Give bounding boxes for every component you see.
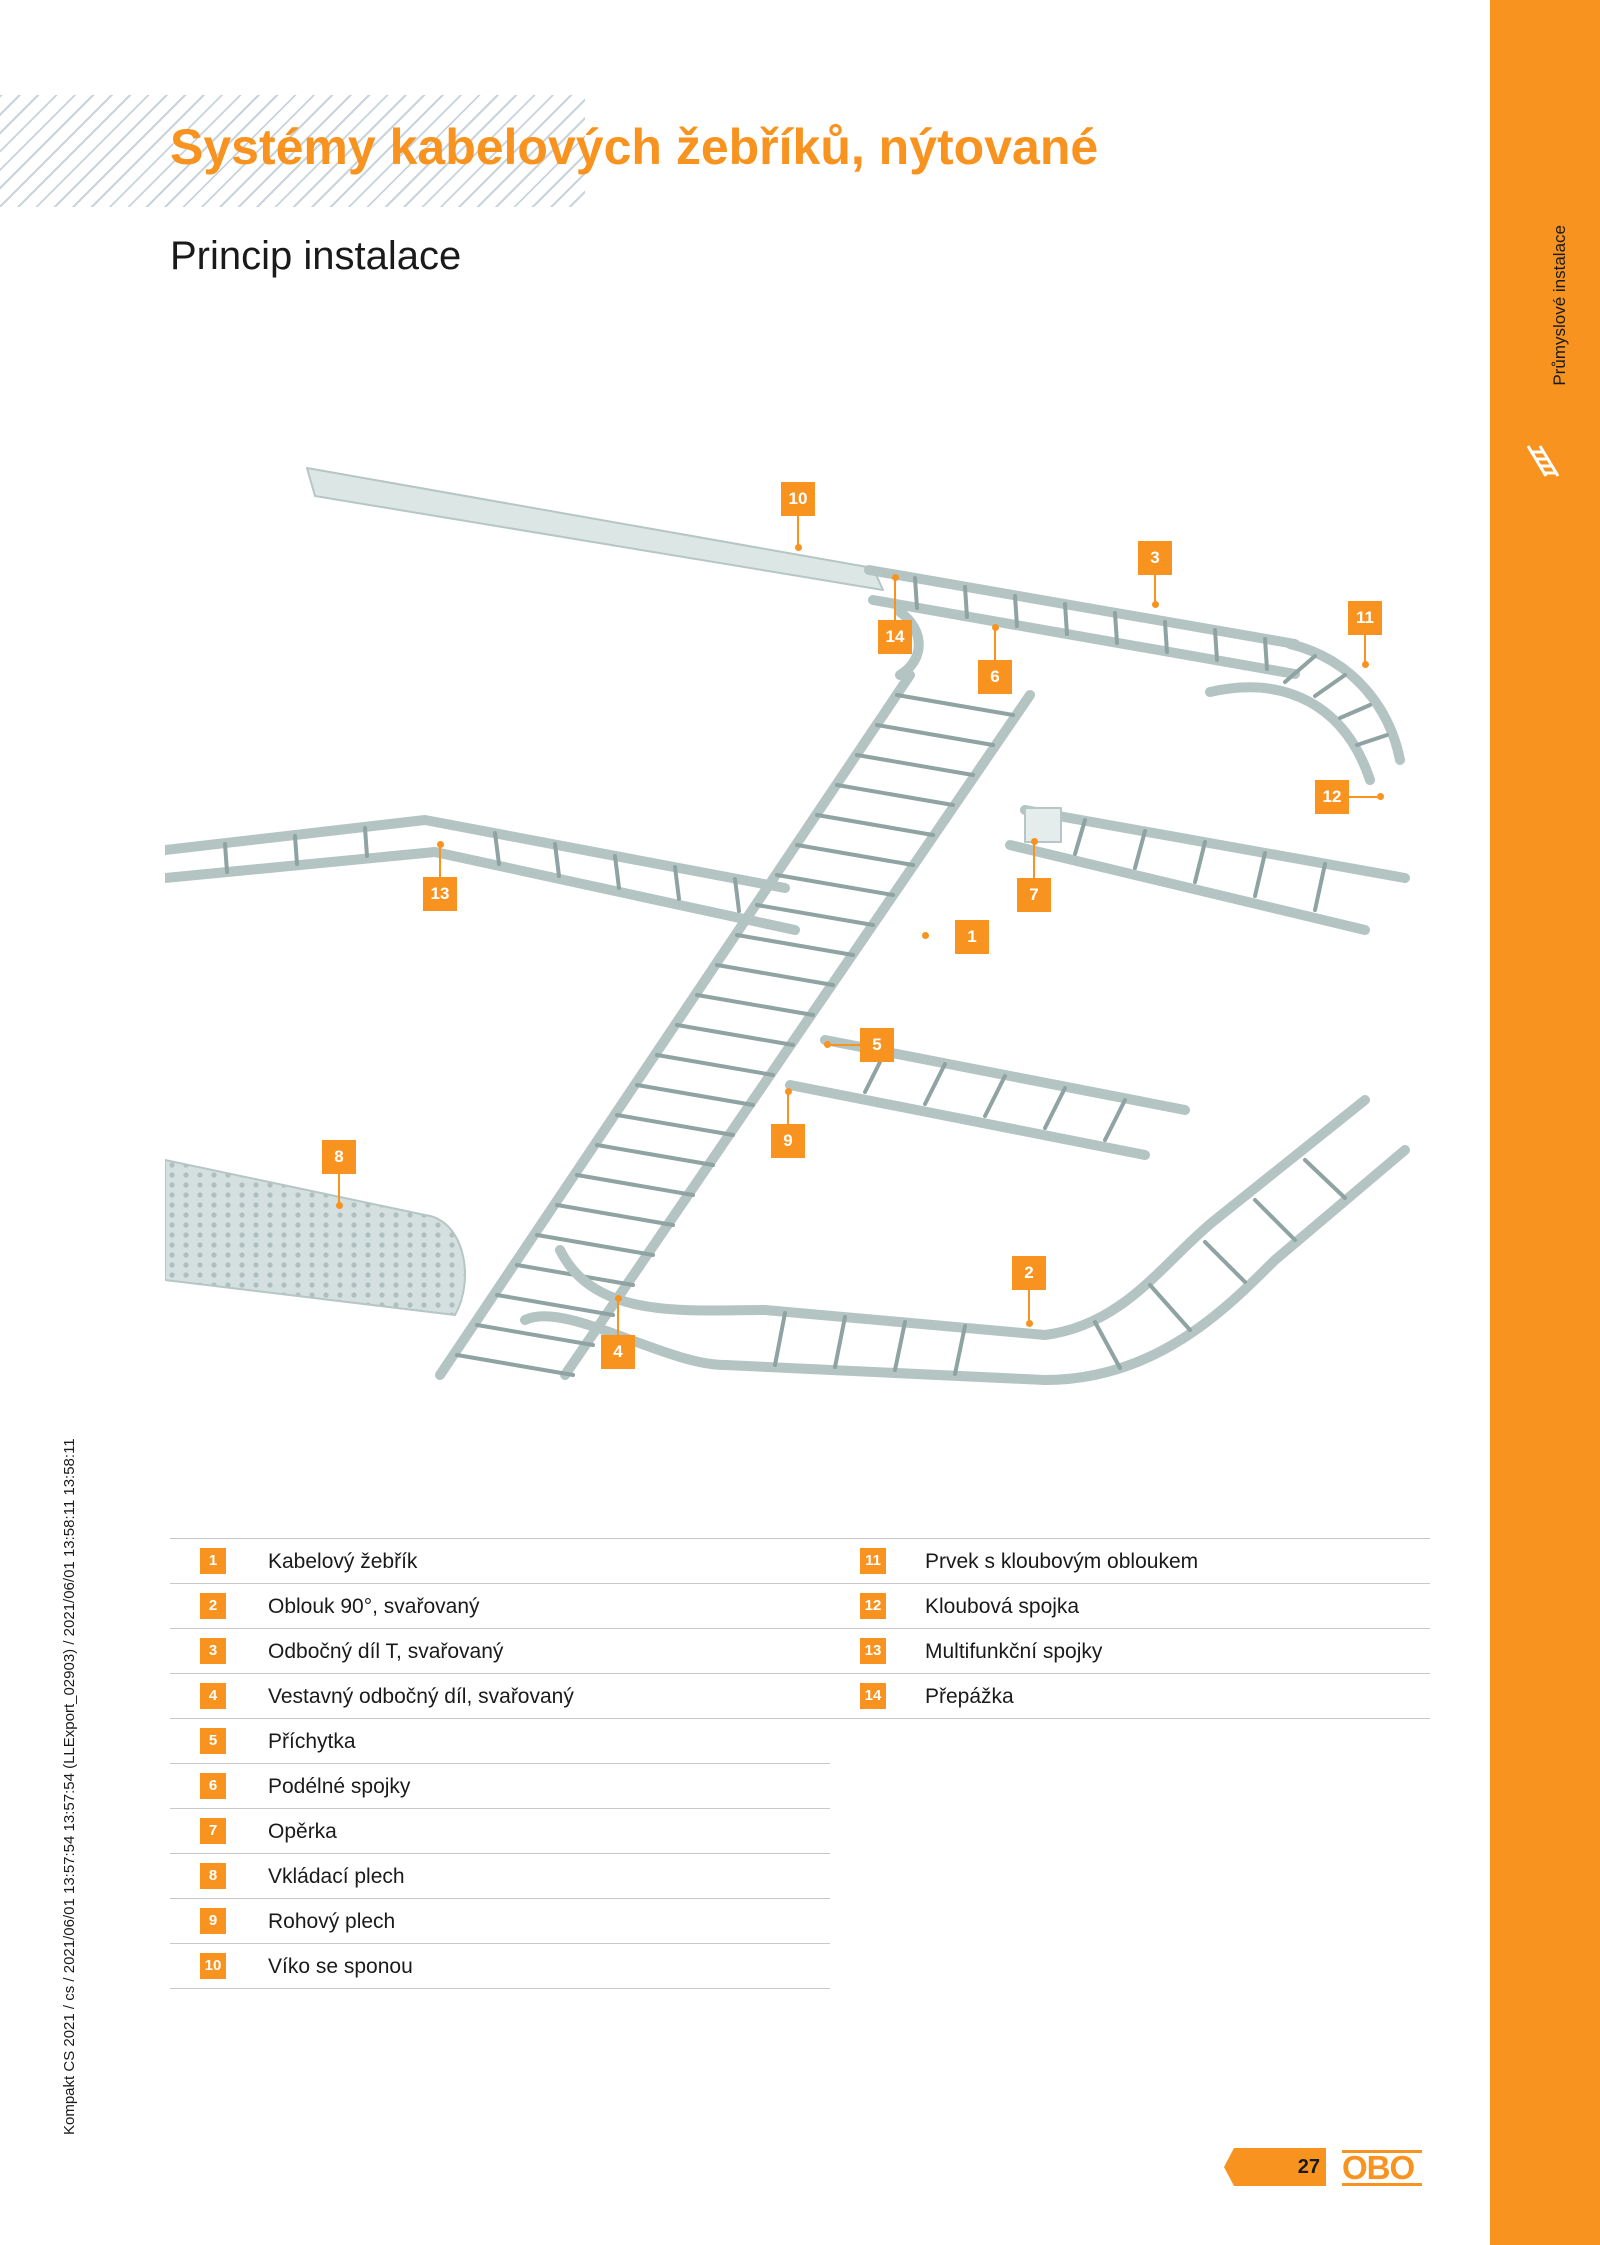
legend-label: Kabelový žebřík <box>268 1550 418 1573</box>
legend-item: 7 Opěrka <box>170 1808 830 1853</box>
legend-item: 8 Vkládací plech <box>170 1853 830 1898</box>
legend-number: 8 <box>200 1863 226 1889</box>
legend-column-2: 11 Prvek s kloubovým obloukem 12 Kloubová … <box>830 1538 1430 1719</box>
legend-label: Odbočný díl T, svařovaný <box>268 1640 504 1663</box>
ladder-top-run <box>864 565 1300 649</box>
legend-item: 3 Odbočný díl T, svařovaný <box>170 1628 830 1673</box>
sidebar-section-label: Průmyslové instalace <box>1550 225 1569 386</box>
legend-item: 14 Přepážka <box>830 1673 1430 1719</box>
legend-label: Multifunkční spojky <box>925 1640 1103 1663</box>
legend-number: 3 <box>200 1638 226 1664</box>
legend-item: 12 Kloubová spojka <box>830 1583 1430 1628</box>
legend-number: 6 <box>200 1773 226 1799</box>
page-number-tab <box>1224 2148 1326 2186</box>
legend-number: 10 <box>200 1953 226 1979</box>
page-title: Systémy kabelových žebříků, nýtované <box>170 119 1099 175</box>
legend-number: 14 <box>860 1683 886 1709</box>
installation-diagram <box>165 467 1410 1385</box>
legend-item: 13 Multifunkční spojky <box>830 1628 1430 1673</box>
legend-item: 10 Víko se sponou <box>170 1943 830 1989</box>
legend-label: Rohový plech <box>268 1910 396 1933</box>
legend-number: 9 <box>200 1908 226 1934</box>
header-hatch-decoration <box>0 95 585 207</box>
legend-label: Oblouk 90°, svařovaný <box>268 1595 480 1618</box>
bend-90 <box>1040 1095 1370 1340</box>
hinged-bend <box>1285 639 1405 765</box>
section-subtitle: Princip instalace <box>170 234 462 278</box>
legend-number: 1 <box>200 1548 226 1574</box>
legend-item: 4 Vestavný odbočný díl, svařovaný <box>170 1673 830 1718</box>
legend-label: Vestavný odbočný díl, svařovaný <box>268 1685 574 1708</box>
legend-label: Podélné spojky <box>268 1775 411 1798</box>
legend-item: 1 Kabelový žebřík <box>170 1538 830 1583</box>
sidebar-band <box>1490 0 1600 2245</box>
legend-number: 13 <box>860 1638 886 1664</box>
legend-number: 7 <box>200 1818 226 1844</box>
legend-label: Příchytka <box>268 1730 356 1753</box>
legend-number: 4 <box>200 1683 226 1709</box>
legend-number: 5 <box>200 1728 226 1754</box>
legend-number: 2 <box>200 1593 226 1619</box>
legend-label: Kloubová spojka <box>925 1595 1080 1618</box>
legend-number: 11 <box>860 1548 886 1574</box>
legend-item: 11 Prvek s kloubovým obloukem <box>830 1538 1430 1583</box>
legend-label: Víko se sponou <box>268 1955 413 1978</box>
insert-plate <box>165 1159 466 1316</box>
ladder-lid <box>306 467 884 591</box>
legend-item: 5 Příchytka <box>170 1718 830 1763</box>
legend-item: 9 Rohový plech <box>170 1898 830 1943</box>
legend-label: Prvek s kloubovým obloukem <box>925 1550 1199 1573</box>
print-metadata: Kompakt CS 2021 / cs / 2021/06/01 13:57:… <box>61 1438 78 2135</box>
legend-label: Vkládací plech <box>268 1865 405 1888</box>
legend-item: 2 Oblouk 90°, svařovaný <box>170 1583 830 1628</box>
legend-number: 12 <box>860 1593 886 1619</box>
legend-label: Přepážka <box>925 1685 1014 1708</box>
ladder-left-branch <box>165 815 790 893</box>
legend-label: Opěrka <box>268 1820 337 1843</box>
page-number: 27 <box>1297 2156 1320 2178</box>
cable-ladder-icon <box>1526 445 1560 477</box>
legend-item: 6 Podélné spojky <box>170 1763 830 1808</box>
brand-logo: OBO <box>1342 2150 1422 2186</box>
